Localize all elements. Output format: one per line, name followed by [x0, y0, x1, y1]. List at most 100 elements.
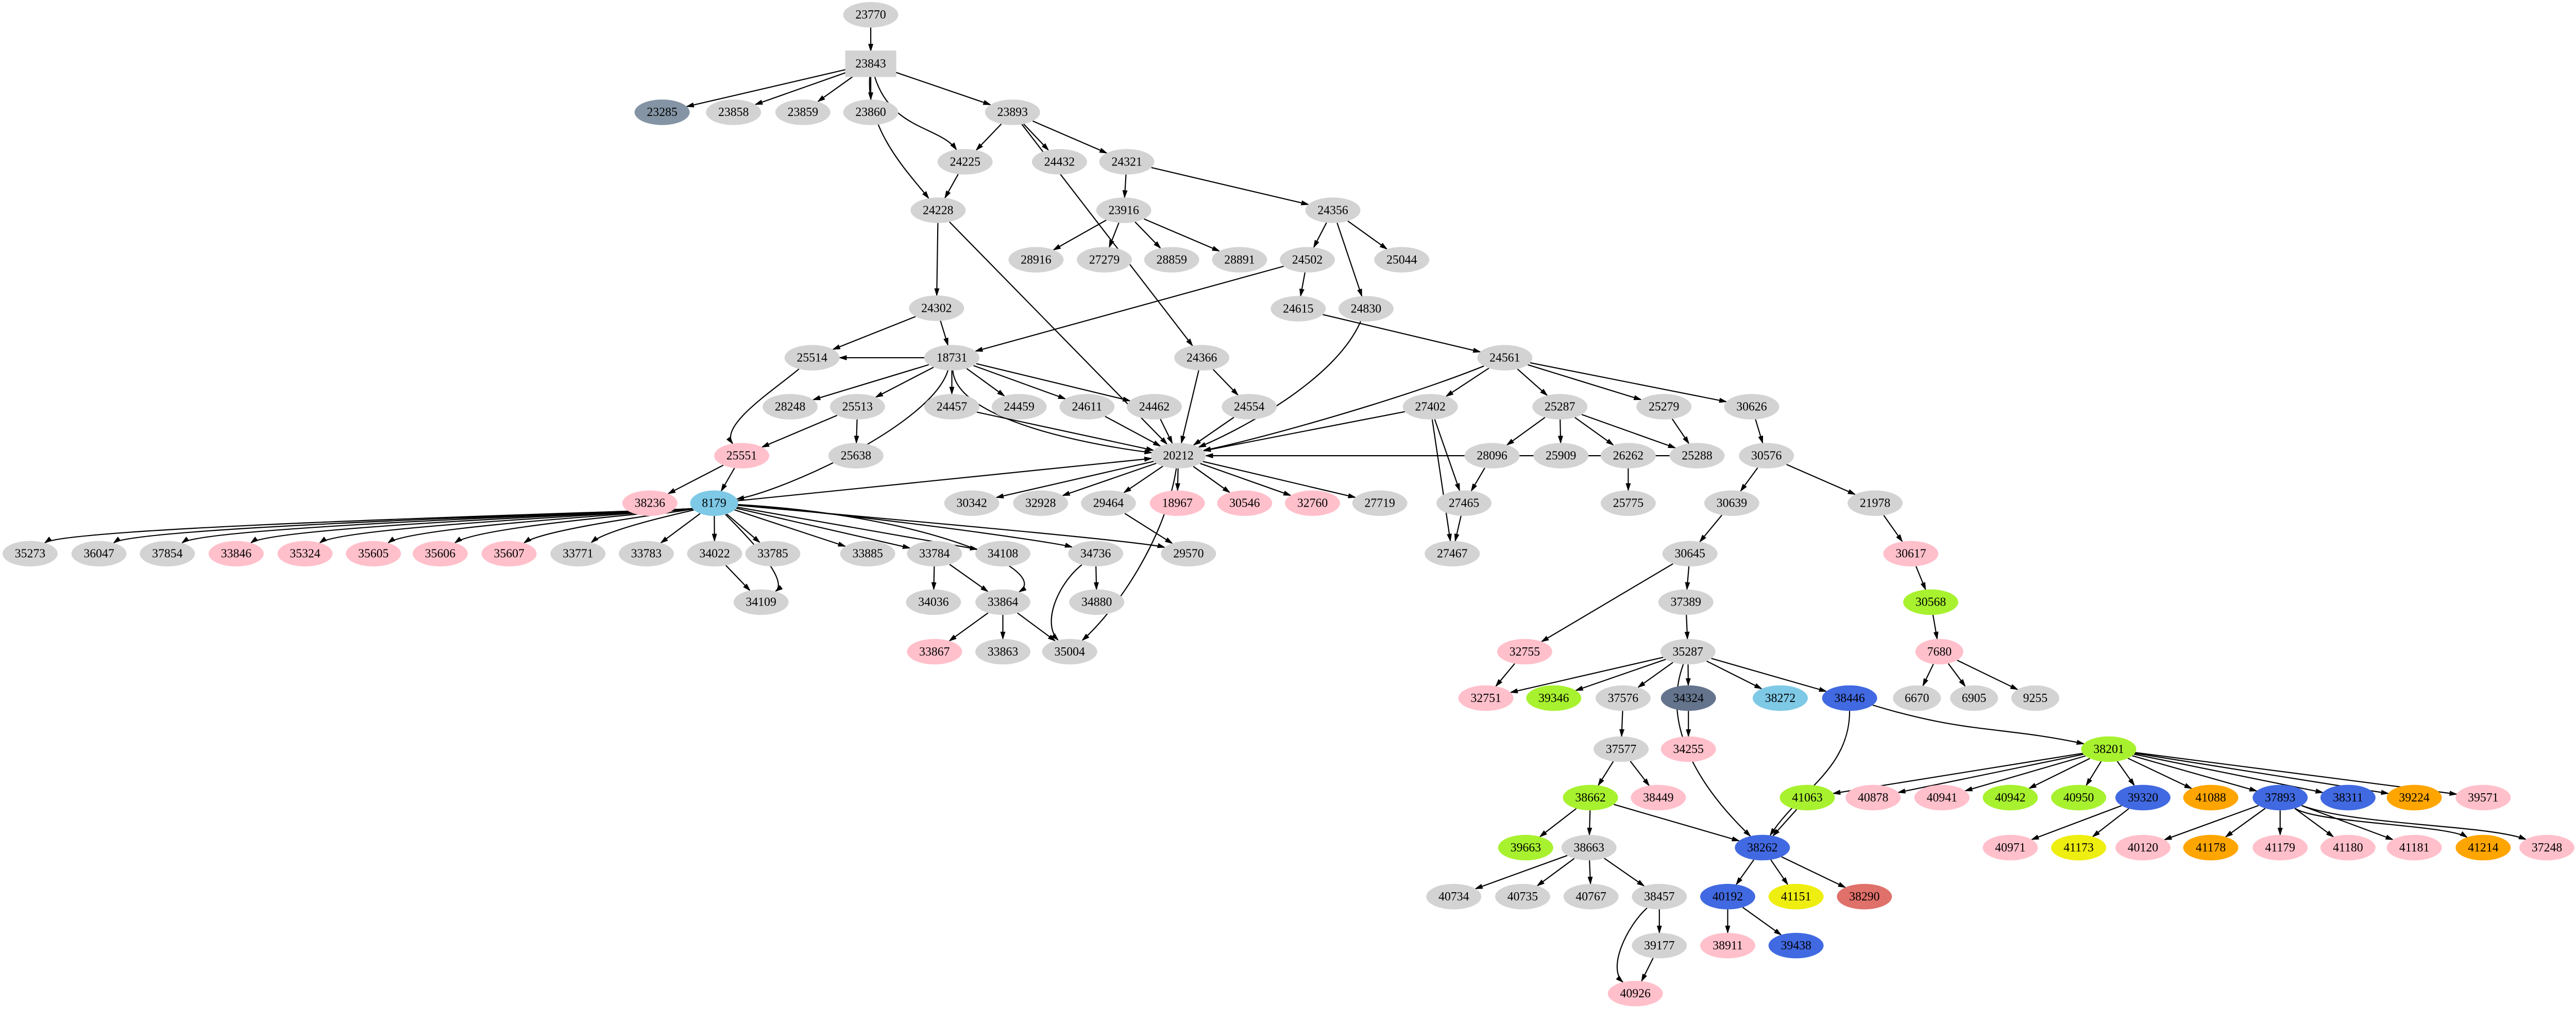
node-33867: 33867 — [907, 639, 962, 665]
node-shape-41180 — [2320, 834, 2376, 861]
node-shape-29570 — [1161, 541, 1216, 567]
edge-25287-25909 — [1557, 419, 1563, 444]
node-label-6670: 6670 — [1905, 692, 1929, 705]
node-27467: 27467 — [1425, 541, 1480, 567]
node-label-37577: 37577 — [1606, 743, 1637, 756]
node-24457: 24457 — [924, 394, 979, 420]
node-shape-40734 — [1426, 883, 1482, 910]
node-32760: 32760 — [1285, 490, 1340, 516]
node-34736: 34736 — [1068, 541, 1124, 567]
node-39177: 39177 — [1632, 932, 1687, 959]
node-shape-34109 — [733, 589, 789, 615]
node-23285: 23285 — [634, 99, 690, 125]
edge-18731-24611 — [973, 365, 1066, 399]
edge-37893-37248 — [2301, 805, 2527, 840]
node-33846: 33846 — [208, 541, 264, 567]
node-18967: 18967 — [1149, 490, 1205, 516]
edge-23843-23285 — [686, 69, 846, 108]
node-39571: 39571 — [2455, 784, 2511, 811]
node-label-27465: 27465 — [1449, 497, 1479, 510]
node-shape-30576 — [1739, 443, 1794, 469]
node-24830: 24830 — [1338, 296, 1394, 322]
edge-37577-38449 — [1630, 761, 1650, 787]
node-label-30626: 30626 — [1736, 400, 1767, 414]
edge-27402-27467 — [1431, 419, 1452, 542]
edge-35287-38446 — [1711, 658, 1827, 692]
node-34108: 34108 — [975, 541, 1031, 567]
edge-39320-41173 — [2092, 808, 2129, 838]
node-label-25514: 25514 — [797, 351, 828, 364]
edge-32755-32751 — [1495, 663, 1515, 687]
node-28891: 28891 — [1212, 247, 1267, 273]
node-label-34255: 34255 — [1673, 743, 1704, 756]
node-39320: 39320 — [2115, 784, 2171, 811]
node-label-30645: 30645 — [1675, 547, 1705, 561]
edge-25513-25638 — [854, 419, 859, 444]
edge-38662-39663 — [1539, 808, 1577, 838]
edge-24356-24830 — [1336, 223, 1363, 297]
node-label-24462: 24462 — [1139, 400, 1170, 414]
node-40950: 40950 — [2051, 784, 2107, 811]
node-7680: 7680 — [1915, 639, 1963, 665]
node-label-33867: 33867 — [919, 645, 950, 659]
node-shape-25513 — [829, 394, 885, 420]
node-39224: 39224 — [2386, 784, 2442, 811]
node-24462: 24462 — [1127, 394, 1182, 420]
node-37389: 37389 — [1658, 589, 1714, 615]
node-shape-37389 — [1658, 589, 1714, 615]
node-shape-30639 — [1704, 490, 1759, 516]
node-shape-36047 — [71, 541, 127, 567]
node-shape-23860 — [843, 99, 899, 125]
node-33783: 33783 — [619, 541, 674, 567]
node-label-25775: 25775 — [1613, 497, 1643, 510]
node-35324: 35324 — [277, 541, 333, 567]
node-41179: 41179 — [2252, 834, 2308, 861]
edge-24302-18731 — [940, 321, 948, 346]
node-27279: 27279 — [1077, 247, 1132, 273]
node-label-35273: 35273 — [15, 547, 45, 561]
edge-24321-23916 — [1122, 174, 1128, 199]
node-shape-41181 — [2386, 834, 2442, 861]
node-24321: 24321 — [1099, 149, 1155, 175]
node-shape-35287 — [1660, 639, 1716, 665]
edge-24830-20212 — [1198, 321, 1362, 448]
node-shape-6670 — [1893, 685, 1941, 711]
node-shape-25288 — [1669, 443, 1725, 469]
node-shape-25279 — [1636, 394, 1692, 420]
node-shape-25775 — [1600, 490, 1656, 516]
node-label-25279: 25279 — [1649, 400, 1679, 414]
node-37248: 37248 — [2519, 834, 2575, 861]
node-label-38911: 38911 — [1713, 939, 1743, 952]
node-label-7680: 7680 — [1927, 645, 1952, 659]
edge-24356-24502 — [1313, 222, 1327, 248]
node-30546: 30546 — [1217, 490, 1273, 516]
node-38662: 38662 — [1563, 784, 1618, 811]
node-21978: 21978 — [1848, 490, 1903, 516]
node-40735: 40735 — [1495, 883, 1550, 910]
node-label-40926: 40926 — [1620, 987, 1651, 1000]
edge-25287-28096 — [1506, 417, 1546, 446]
node-label-20212: 20212 — [1163, 449, 1193, 463]
edge-33784-33864 — [949, 564, 989, 592]
node-shape-24321 — [1099, 149, 1155, 175]
edge-8179-33783 — [660, 513, 701, 544]
node-41173: 41173 — [2051, 834, 2107, 861]
node-shape-32928 — [1013, 490, 1069, 516]
edge-27402-27465 — [1434, 419, 1461, 492]
node-label-32755: 32755 — [1510, 645, 1540, 659]
node-shape-24302 — [909, 295, 964, 321]
node-label-24459: 24459 — [1004, 400, 1035, 414]
node-shape-41151 — [1768, 883, 1824, 910]
edge-38662-38663 — [1587, 810, 1592, 836]
edge-35287-37576 — [1637, 662, 1673, 688]
node-24615: 24615 — [1270, 296, 1326, 322]
edge-30626-30576 — [1755, 419, 1764, 444]
node-shape-41063 — [1780, 784, 1835, 811]
node-25279: 25279 — [1636, 394, 1692, 420]
node-label-34109: 34109 — [746, 596, 776, 609]
node-label-25287: 25287 — [1545, 400, 1575, 414]
node-label-40941: 40941 — [1927, 791, 1957, 805]
node-8179: 8179 — [690, 490, 738, 516]
node-shape-33783 — [619, 541, 674, 567]
